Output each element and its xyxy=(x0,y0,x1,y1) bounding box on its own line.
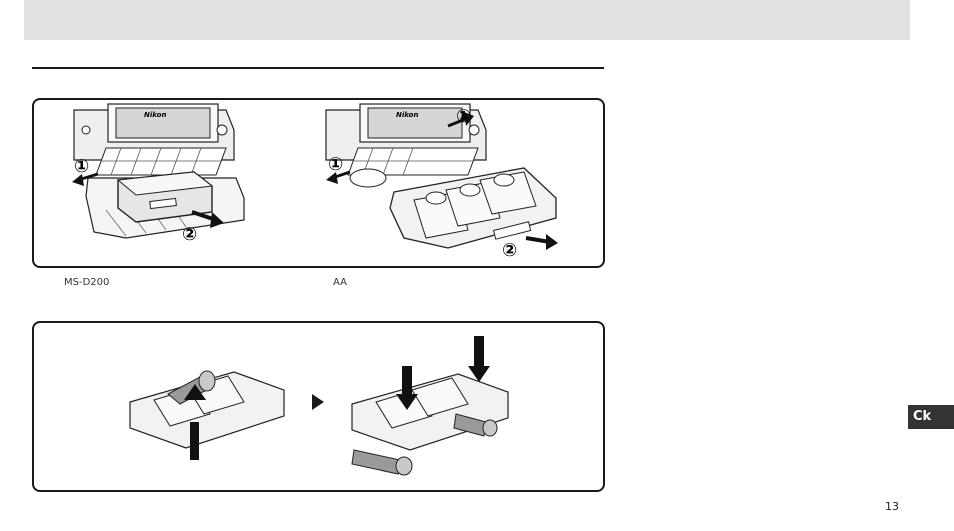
step-marker-1: ① xyxy=(74,156,89,177)
caption-ms-d200: MS-D200 xyxy=(64,277,109,288)
transition-arrow-icon xyxy=(312,394,324,410)
step-marker-1b: ① xyxy=(328,154,343,175)
illustration-aa-battery-insert xyxy=(346,332,516,480)
step-marker-1c: ① xyxy=(456,106,471,127)
brand-text: Nikon xyxy=(144,111,166,119)
caption-aa: AA xyxy=(333,277,347,288)
illustration-aa-battery-remove xyxy=(124,350,292,462)
language-tab: Ck xyxy=(908,405,954,429)
section-rule xyxy=(32,67,604,69)
brand-text-2: Nikon xyxy=(396,111,418,119)
illustration-battery-pack-removal: Nikon ① ② xyxy=(66,100,246,264)
illustration-aa-holder-removal: Nikon ① ① ② xyxy=(318,100,580,264)
page-number: 13 xyxy=(885,500,899,513)
step-marker-2: ② xyxy=(182,224,197,245)
header-band xyxy=(24,0,910,40)
step-marker-2b: ② xyxy=(502,240,517,261)
